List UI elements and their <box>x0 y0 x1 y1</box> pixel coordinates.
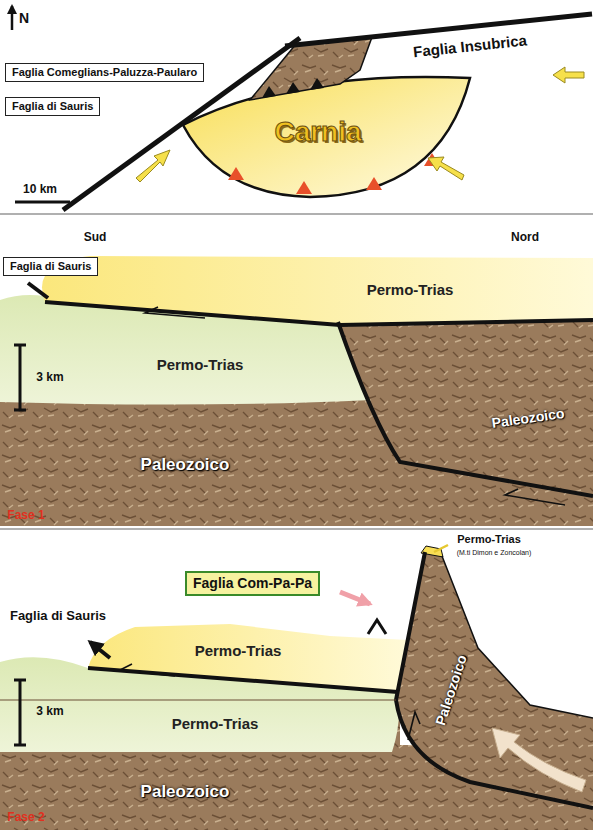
fault-label: Faglia di Sauris <box>10 609 106 624</box>
scale-bar <box>14 680 26 745</box>
upper-permo-trias-sheet <box>42 256 593 325</box>
com-pa-pa-fault <box>396 552 593 808</box>
panel-divider <box>0 528 593 530</box>
pointer-arrow <box>340 592 370 604</box>
section-phase-1 <box>0 256 593 526</box>
locality-label: (M.ti Dimon e Zoncolan) <box>457 549 532 557</box>
formation-label: Permo-Trias <box>172 715 259 732</box>
block-edge <box>442 556 593 718</box>
slip-arrow <box>505 489 565 505</box>
paleozoic-thrust-sheet <box>338 318 593 496</box>
north-label: N <box>19 10 29 26</box>
thrust-fault <box>45 302 593 325</box>
slip-arrow <box>145 307 205 318</box>
slip-arrow <box>408 712 420 740</box>
formation-label: Permo-Trias <box>195 642 282 659</box>
direction-label: Sud <box>84 231 107 245</box>
scale-label: 3 km <box>36 371 63 385</box>
formation-label: Permo-Trias <box>367 281 454 298</box>
formation-label: Permo-Trias <box>457 533 521 546</box>
section-phase-2 <box>0 545 593 830</box>
carnia-lens <box>183 77 470 197</box>
push-arrow <box>492 728 586 792</box>
thrust-fault <box>338 322 593 496</box>
upper-permo-trias-sheet <box>88 624 408 692</box>
formation-label: Permo-Trias <box>157 356 244 373</box>
scale-label: 10 km <box>23 183 57 197</box>
scale-label: 3 km <box>36 705 63 719</box>
scale-bar <box>14 345 26 410</box>
region-label: Carnia <box>274 116 361 148</box>
thrust-teeth <box>262 78 324 98</box>
box-text: Faglia di Sauris <box>12 100 93 113</box>
fault-name-box: Faglia Comeglians-Paluzza-Paularo <box>5 63 204 82</box>
formation-label: Paleozoico <box>141 782 230 802</box>
contact <box>0 700 396 701</box>
sauris-fault-trace <box>28 283 48 298</box>
thrust-teeth-red <box>228 153 440 194</box>
paleozoic-wedge <box>250 37 372 100</box>
slip-arrow <box>120 664 175 676</box>
box-text: Faglia Comeglians-Paluzza-Paularo <box>12 66 197 79</box>
phase-label: Fase 1 <box>7 509 44 523</box>
fault-arrow <box>90 642 110 658</box>
leader-arrow <box>434 545 448 552</box>
uplifted-paleozoic-block <box>396 552 593 808</box>
fault-name-box: Faglia Com-Pa-Pa <box>185 571 320 596</box>
north-arrow <box>11 6 14 30</box>
fault-name-box: Faglia di Sauris <box>5 97 100 116</box>
formation-label: Paleozoico <box>141 455 230 475</box>
direction-label: Nord <box>511 231 539 245</box>
box-text: Faglia Com-Pa-Pa <box>193 575 312 592</box>
fault-motion-symbol <box>368 620 386 634</box>
stress-arrows <box>136 67 584 182</box>
fault-name-box: Faglia di Sauris <box>3 257 98 276</box>
scale-bar <box>15 201 70 204</box>
panel-divider <box>0 213 593 215</box>
phase-label: Fase 2 <box>7 811 44 825</box>
box-text: Faglia di Sauris <box>10 260 91 273</box>
fault-label: Faglia Insubrica <box>412 31 527 60</box>
